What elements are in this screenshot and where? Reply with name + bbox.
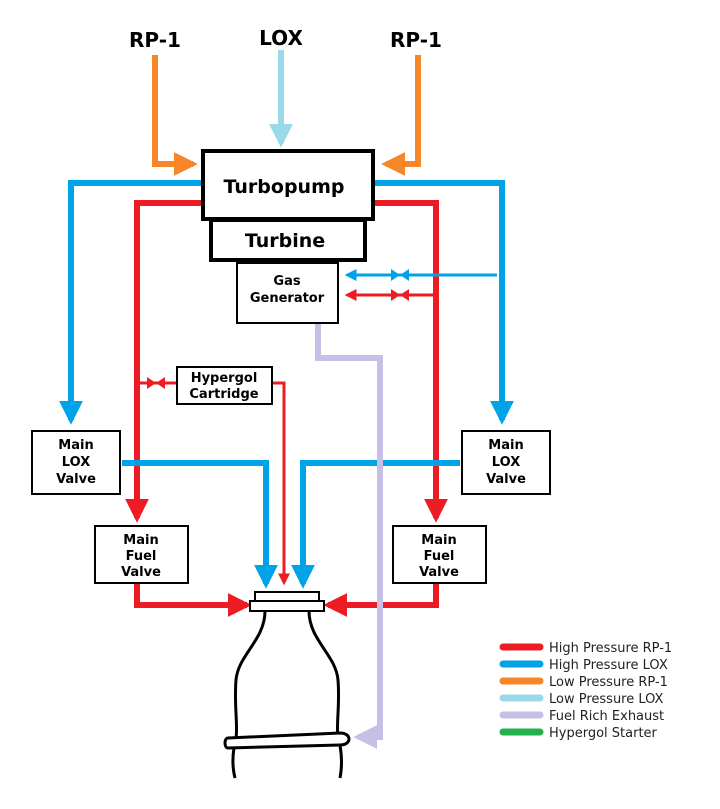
legend-label: Low Pressure RP-1 [549, 675, 668, 690]
main-fuel-valve-right-line3: Valve [419, 565, 459, 580]
hypergol-cartridge-label-line2: Cartridge [189, 387, 258, 402]
main-fuel-valve-left-line2: Fuel [126, 549, 157, 564]
hp-lox-right-line [370, 180, 514, 425]
lox-right-to-injector-line [291, 460, 460, 589]
gg-fuel-valve-icon [391, 289, 409, 301]
legend-item: High Pressure RP-1 [499, 641, 672, 656]
legend-item: High Pressure LOX [499, 658, 668, 673]
legend-item: Hypergol Starter [499, 726, 658, 741]
lox-left-to-injector-line [122, 460, 278, 589]
fuel-rich-exhaust-line [315, 322, 383, 749]
low-pressure-rp1-left-line [152, 55, 198, 176]
main-lox-valve-right-box [461, 430, 551, 495]
low-pressure-rp1-right-line [381, 55, 421, 176]
hp-rp1-right-line [370, 200, 448, 523]
main-fuel-valve-right-box [392, 525, 487, 584]
main-lox-valve-left-box [31, 430, 121, 495]
combustion-chamber-icon [233, 610, 341, 739]
legend: High Pressure RP-1 High Pressure LOX Low… [499, 641, 672, 741]
main-lox-valve-left-line1: Main [58, 438, 93, 453]
gas-generator-box [236, 262, 339, 324]
main-lox-valve-left-line3: Valve [56, 472, 96, 487]
hypergol-to-injector-line [272, 381, 290, 586]
legend-item: Low Pressure LOX [499, 692, 664, 707]
lox-input-label: LOX [259, 26, 303, 50]
legend-label: Low Pressure LOX [549, 692, 664, 707]
gg-lox-valve-icon [391, 269, 409, 281]
gas-generator-label-line2: Generator [250, 291, 325, 306]
gas-generator-label-line1: Gas [273, 274, 300, 289]
injector-bottom-plate [249, 600, 325, 612]
main-lox-valve-right-line3: Valve [486, 472, 526, 487]
rp1-right-label: RP-1 [390, 28, 442, 52]
nozzle-extension-icon [231, 744, 343, 779]
legend-label: Hypergol Starter [549, 726, 658, 741]
turbine-box [209, 218, 367, 262]
main-lox-valve-left-line2: LOX [62, 455, 90, 470]
hp-lox-left-line [59, 180, 205, 425]
legend-item: Low Pressure RP-1 [499, 675, 668, 690]
main-fuel-valve-left-line3: Valve [121, 565, 161, 580]
hypergol-valve-icon [147, 377, 165, 389]
fuel-left-to-injector-line [134, 583, 252, 617]
main-fuel-valve-right-line2: Fuel [424, 549, 455, 564]
turbine-label: Turbine [245, 230, 325, 252]
main-fuel-valve-left-box [94, 525, 189, 584]
main-fuel-valve-right-line1: Main [421, 533, 456, 548]
turbopump-label: Turbopump [224, 176, 345, 198]
hypergol-cartridge-label-line1: Hypergol [191, 371, 258, 386]
fuel-right-to-injector-line [323, 583, 439, 617]
legend-label: Fuel Rich Exhaust [549, 709, 664, 724]
turbopump-box [201, 149, 375, 221]
legend-item: Fuel Rich Exhaust [499, 709, 664, 724]
legend-label: High Pressure LOX [549, 658, 668, 673]
injector-top-plate [254, 591, 320, 602]
hp-rp1-left-line [125, 200, 205, 523]
hypergol-cartridge-box [176, 366, 273, 405]
main-lox-valve-right-line1: Main [488, 438, 523, 453]
main-fuel-valve-left-line1: Main [123, 533, 158, 548]
legend-label: High Pressure RP-1 [549, 641, 672, 656]
nozzle-manifold-ring [223, 731, 351, 750]
main-lox-valve-right-line2: LOX [492, 455, 520, 470]
rp1-left-label: RP-1 [129, 28, 181, 52]
